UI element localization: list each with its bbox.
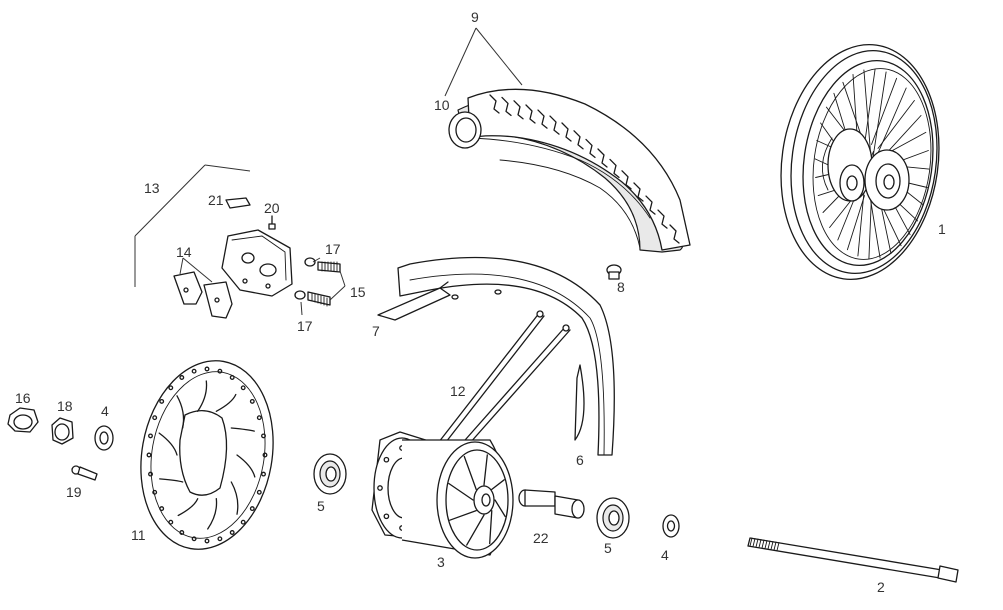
- label-part-3: 3: [437, 554, 445, 570]
- bearing-5-left: [313, 453, 347, 495]
- brake-caliper: [173, 197, 293, 319]
- label-part-20: 20: [264, 200, 280, 216]
- tyre-and-tube: [448, 88, 691, 253]
- washer-4-right: [662, 514, 680, 538]
- label-part-2: 2: [877, 579, 885, 595]
- label-part-19: 19: [66, 484, 82, 500]
- label-part-22: 22: [533, 530, 549, 546]
- wheel-hub: [371, 431, 514, 559]
- axle-nut-16: [7, 407, 39, 433]
- label-part-16: 16: [15, 390, 31, 406]
- label-part-1: 1: [938, 221, 946, 237]
- spokes: [427, 310, 571, 461]
- label-part-9: 9: [471, 9, 479, 25]
- label-part-8: 8: [617, 279, 625, 295]
- label-part-17-top: 17: [325, 241, 341, 257]
- leader-lines: [134, 27, 523, 316]
- label-part-18: 18: [57, 398, 73, 414]
- caliper-bolts: [294, 257, 341, 307]
- label-part-17-bottom: 17: [297, 318, 313, 334]
- brake-disc: [140, 360, 274, 550]
- wheel-axle: [747, 537, 959, 583]
- label-part-5-right: 5: [604, 540, 612, 556]
- spacer-22: [518, 489, 585, 519]
- label-part-10: 10: [434, 97, 450, 113]
- label-part-14: 14: [176, 244, 192, 260]
- front-mudguard: [377, 256, 615, 456]
- label-part-7: 7: [372, 323, 380, 339]
- label-part-15: 15: [350, 284, 366, 300]
- screw-19: [71, 465, 98, 481]
- label-part-6: 6: [576, 452, 584, 468]
- complete-wheel: [780, 43, 940, 281]
- part-labels: 1 2 3 4 4 5 5 6 7 8 9 10 11 12 13 14 15 …: [15, 9, 946, 595]
- washer-4-left: [94, 425, 114, 451]
- label-part-21: 21: [208, 192, 224, 208]
- lock-nut-18: [51, 417, 74, 445]
- valve-bolt: [606, 264, 622, 280]
- label-part-11: 11: [131, 527, 146, 543]
- label-part-4-right: 4: [661, 547, 669, 563]
- label-part-13: 13: [144, 180, 160, 196]
- label-part-4-left: 4: [101, 403, 109, 419]
- label-part-5-left: 5: [317, 498, 325, 514]
- bearing-5-right: [596, 497, 630, 539]
- label-part-12: 12: [450, 383, 466, 399]
